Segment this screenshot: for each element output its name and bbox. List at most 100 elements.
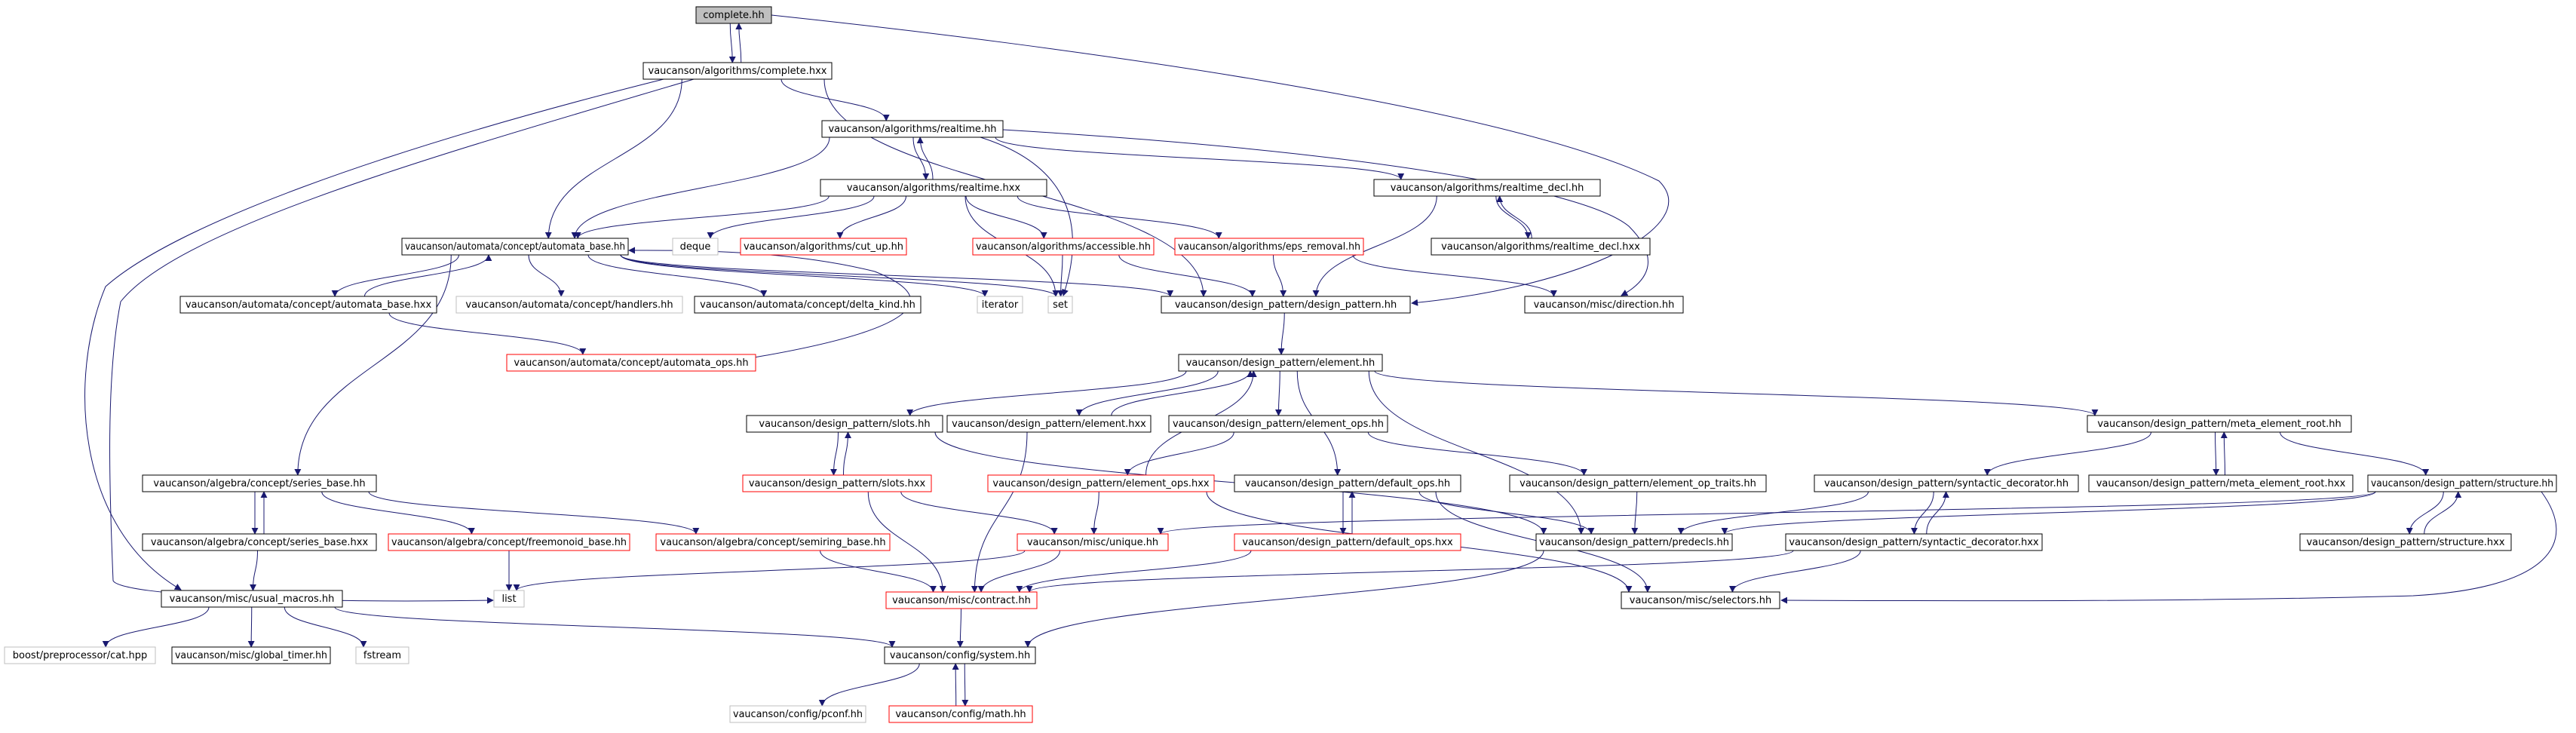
node-label: vaucanson/design_pattern/default_ops.hxx [1242, 537, 1453, 548]
edge-meta_element_root_hh-to-structure_hh [2280, 431, 2430, 476]
node-element-op-traits-hh[interactable]: vaucanson/design_pattern/element_op_trai… [1509, 474, 1767, 492]
node-box [1168, 415, 1388, 433]
node-cut-up-hh[interactable]: vaucanson/algorithms/cut_up.hh [740, 238, 907, 256]
node-contract-hh[interactable]: vaucanson/misc/contract.hh [885, 591, 1038, 609]
edge-automata_base_hh-to-design_pattern_hh [620, 254, 1173, 297]
node-system-hh[interactable]: vaucanson/config/system.hh [884, 646, 1036, 664]
node-box [884, 646, 1036, 664]
node-realtime-hxx[interactable]: vaucanson/algorithms/realtime.hxx [820, 179, 1047, 197]
node-usual-macros-hh[interactable]: vaucanson/misc/usual_macros.hh [161, 590, 343, 608]
node-design-pattern-hh[interactable]: vaucanson/design_pattern/design_pattern.… [1161, 296, 1411, 314]
node-label: vaucanson/automata/concept/automata_base… [186, 299, 432, 311]
edge-slots_hh-to-slots_hxx [830, 431, 839, 476]
node-default-ops-hxx[interactable]: vaucanson/design_pattern/default_ops.hxx [1234, 533, 1461, 551]
edge-default_ops_hh-to-predecls_hh [1418, 491, 1595, 535]
node-label: boost/preprocessor/cat.hpp [13, 650, 147, 661]
node-label: vaucanson/design_pattern/element_ops.hh [1173, 419, 1384, 430]
edge-accessible_hh-to-set [1057, 254, 1065, 297]
node-complete-hxx[interactable]: vaucanson/algorithms/complete.hxx [642, 62, 833, 80]
node-syntactic-decorator-hh[interactable]: vaucanson/design_pattern/syntactic_decor… [1814, 474, 2079, 492]
node-realtime-decl-hxx[interactable]: vaucanson/algorithms/realtime_decl.hxx [1431, 238, 1651, 256]
node-box [401, 238, 629, 256]
node-element-ops-hxx[interactable]: vaucanson/design_pattern/element_ops.hxx [987, 474, 1215, 492]
node-automata-base-hxx[interactable]: vaucanson/automata/concept/automata_base… [179, 296, 437, 314]
node-series-base-hh[interactable]: vaucanson/algebra/concept/series_base.hh [142, 474, 377, 492]
edge-element_op_traits_hh-to-predecls_hh [1631, 491, 1639, 535]
node-meta-element-root-hh[interactable]: vaucanson/design_pattern/meta_element_ro… [2087, 415, 2352, 433]
node-element-hh[interactable]: vaucanson/design_pattern/element.hh [1178, 354, 1383, 372]
node-label: vaucanson/misc/global_timer.hh [175, 650, 327, 661]
node-accessible-hh[interactable]: vaucanson/algorithms/accessible.hh [972, 238, 1155, 256]
edge-element_ops_hh-to-element_ops_hxx [1124, 431, 1234, 476]
node-predecls-hh[interactable]: vaucanson/design_pattern/predecls.hh [1535, 533, 1733, 551]
node-box [642, 62, 833, 80]
node-box [742, 474, 932, 492]
node-global-timer-hh[interactable]: vaucanson/misc/global_timer.hh [171, 646, 331, 664]
node-box [972, 238, 1155, 256]
node-label: vaucanson/misc/unique.hh [1027, 537, 1158, 548]
node-meta-element-root-hxx[interactable]: vaucanson/design_pattern/meta_element_ro… [2088, 474, 2354, 492]
node-slots-hxx[interactable]: vaucanson/design_pattern/slots.hxx [742, 474, 932, 492]
node-box [142, 533, 377, 551]
node-unique-hh[interactable]: vaucanson/misc/unique.hh [1017, 533, 1169, 551]
node-syntactic-decorator-hxx[interactable]: vaucanson/design_pattern/syntactic_decor… [1785, 533, 2043, 551]
edge-automata_base_hh-to-iterator [620, 254, 989, 297]
edge-realtime_hh-to-set [980, 136, 1073, 296]
node-label: vaucanson/algebra/concept/semiring_base.… [660, 537, 885, 548]
node-label: deque [680, 241, 711, 253]
node-box [1161, 296, 1411, 314]
node-box [946, 415, 1152, 433]
node-box [695, 6, 772, 24]
node-box [1785, 533, 2043, 551]
node-semiring-base-hh[interactable]: vaucanson/algebra/concept/semiring_base.… [655, 533, 891, 551]
node-box [740, 238, 907, 256]
edge-math_hh-to-system_hh [952, 663, 959, 707]
node-series-base-hxx[interactable]: vaucanson/algebra/concept/series_base.hx… [142, 533, 377, 551]
node-delta-kind-hh[interactable]: vaucanson/automata/concept/delta_kind.hh [694, 296, 922, 314]
node-selectors-hh[interactable]: vaucanson/misc/selectors.hh [1621, 591, 1780, 609]
node-handlers-hh: vaucanson/automata/concept/handlers.hh [455, 296, 683, 314]
node-label: vaucanson/design_pattern/slots.hh [759, 419, 930, 430]
edge-realtime_hh-to-realtime_decl_hh [995, 136, 1405, 180]
node-box [1621, 591, 1780, 609]
edge-usual_macros_hh-to-system_hh [334, 606, 896, 648]
node-box [1174, 238, 1364, 256]
node-label: vaucanson/design_pattern/design_pattern.… [1175, 299, 1397, 311]
node-automata-base-hh[interactable]: vaucanson/automata/concept/automata_base… [401, 238, 629, 256]
edge-element_hh-to-slots_hh [906, 370, 1187, 416]
edge-meta_element_root_hh-to-syntactic_decorator_hh [1983, 431, 2151, 476]
edge-realtime_hh-to-direction_hh [1002, 129, 1648, 296]
node-label: vaucanson/misc/selectors.hh [1630, 595, 1771, 606]
node-complete-hh[interactable]: complete.hh [695, 6, 772, 24]
edge-accessible_hh-to-design_pattern_hh [1118, 254, 1256, 297]
node-element-ops-hh[interactable]: vaucanson/design_pattern/element_ops.hh [1168, 415, 1388, 433]
edge-default_ops_hxx-to-contract_hh [1016, 550, 1252, 593]
node-freemonoid-base-hh[interactable]: vaucanson/algebra/concept/freemonoid_bas… [388, 533, 630, 551]
node-label: vaucanson/algorithms/eps_removal.hh [1178, 241, 1360, 253]
edge-usual_macros_hh-to-global_timer_hh [247, 606, 255, 648]
node-element-hxx[interactable]: vaucanson/design_pattern/element.hxx [946, 415, 1152, 433]
node-eps-removal-hh[interactable]: vaucanson/algorithms/eps_removal.hh [1174, 238, 1364, 256]
node-box [1234, 533, 1461, 551]
edge-structure_hh-to-structure_hxx [2406, 491, 2444, 535]
node-box [161, 590, 343, 608]
edge-usual_macros_hh-to-cat_hpp [102, 606, 210, 648]
node-label: vaucanson/design_pattern/element.hh [1186, 357, 1375, 369]
node-realtime-hh[interactable]: vaucanson/algorithms/realtime.hh [821, 120, 1004, 138]
edge-realtime_hxx-to-realtime_hh [916, 136, 934, 180]
edge-complete_hxx-to-complete_hh [735, 23, 743, 63]
node-label: vaucanson/config/math.hh [895, 709, 1026, 720]
edge-element_ops_hh-to-element_op_traits_hh [1367, 431, 1587, 476]
node-label: vaucanson/algorithms/realtime_decl.hh [1391, 182, 1584, 194]
node-structure-hxx[interactable]: vaucanson/design_pattern/structure.hxx [2299, 533, 2512, 551]
node-direction-hh[interactable]: vaucanson/misc/direction.hh [1524, 296, 1684, 314]
node-slots-hh[interactable]: vaucanson/design_pattern/slots.hh [746, 415, 943, 433]
node-automata-ops-hh[interactable]: vaucanson/automata/concept/automata_ops.… [506, 354, 756, 372]
node-structure-hh[interactable]: vaucanson/design_pattern/structure.hh [2367, 474, 2557, 492]
node-math-hh[interactable]: vaucanson/config/math.hh [888, 705, 1033, 723]
node-box [987, 474, 1215, 492]
node-label: vaucanson/automata/concept/handlers.hh [465, 299, 673, 311]
node-default-ops-hh[interactable]: vaucanson/design_pattern/default_ops.hh [1234, 474, 1461, 492]
node-realtime-decl-hh[interactable]: vaucanson/algorithms/realtime_decl.hh [1373, 179, 1601, 197]
